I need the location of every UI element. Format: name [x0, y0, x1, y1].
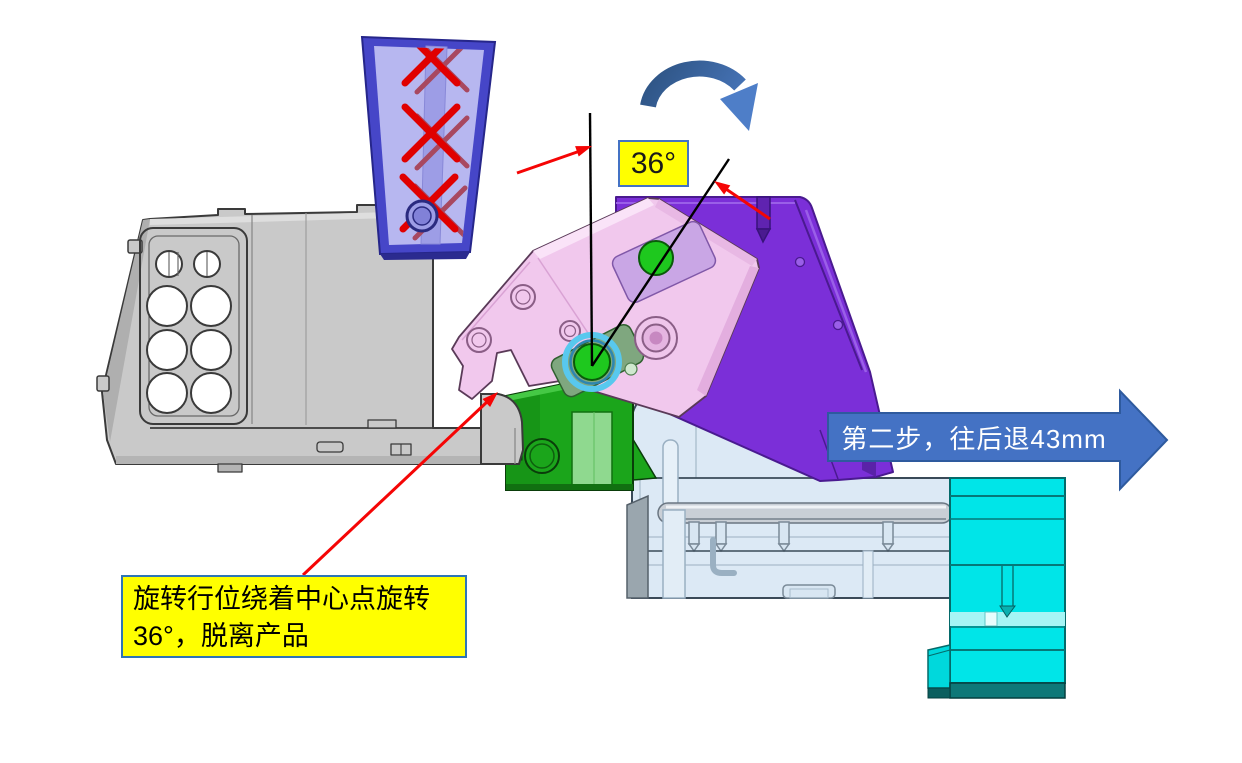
molded-product-part [96, 204, 524, 473]
rotation-arrow-icon [640, 60, 758, 131]
callout-line-1: 旋转行位绕着中心点旋转 [133, 584, 430, 614]
ejector-pins [687, 521, 895, 553]
mold-base-part [631, 378, 953, 599]
angle-value-label: 36° [618, 140, 689, 187]
rotating-slider-part [451, 197, 760, 418]
insert-base-strip [949, 682, 1066, 699]
angle-reference-line-rotated [590, 158, 731, 367]
rotation-callout-box: 旋转行位绕着中心点旋转 36°，脱离产品 [121, 575, 467, 658]
pointer-arrows [301, 146, 771, 577]
slider-pin-point [638, 240, 674, 276]
core-insert-part [927, 477, 1066, 699]
callout-line-2: 36°，脱离产品 [133, 621, 309, 651]
product-rail-end [480, 393, 525, 465]
angle-reference-line-vertical [588, 112, 594, 367]
step-direction-arrow [827, 388, 1169, 492]
angle-value-text: 36° [630, 146, 677, 180]
step-arrow-label: 第二步，往后退43mm [841, 423, 1107, 454]
angled-guide-part [360, 35, 497, 260]
base-side-strip [626, 494, 649, 599]
